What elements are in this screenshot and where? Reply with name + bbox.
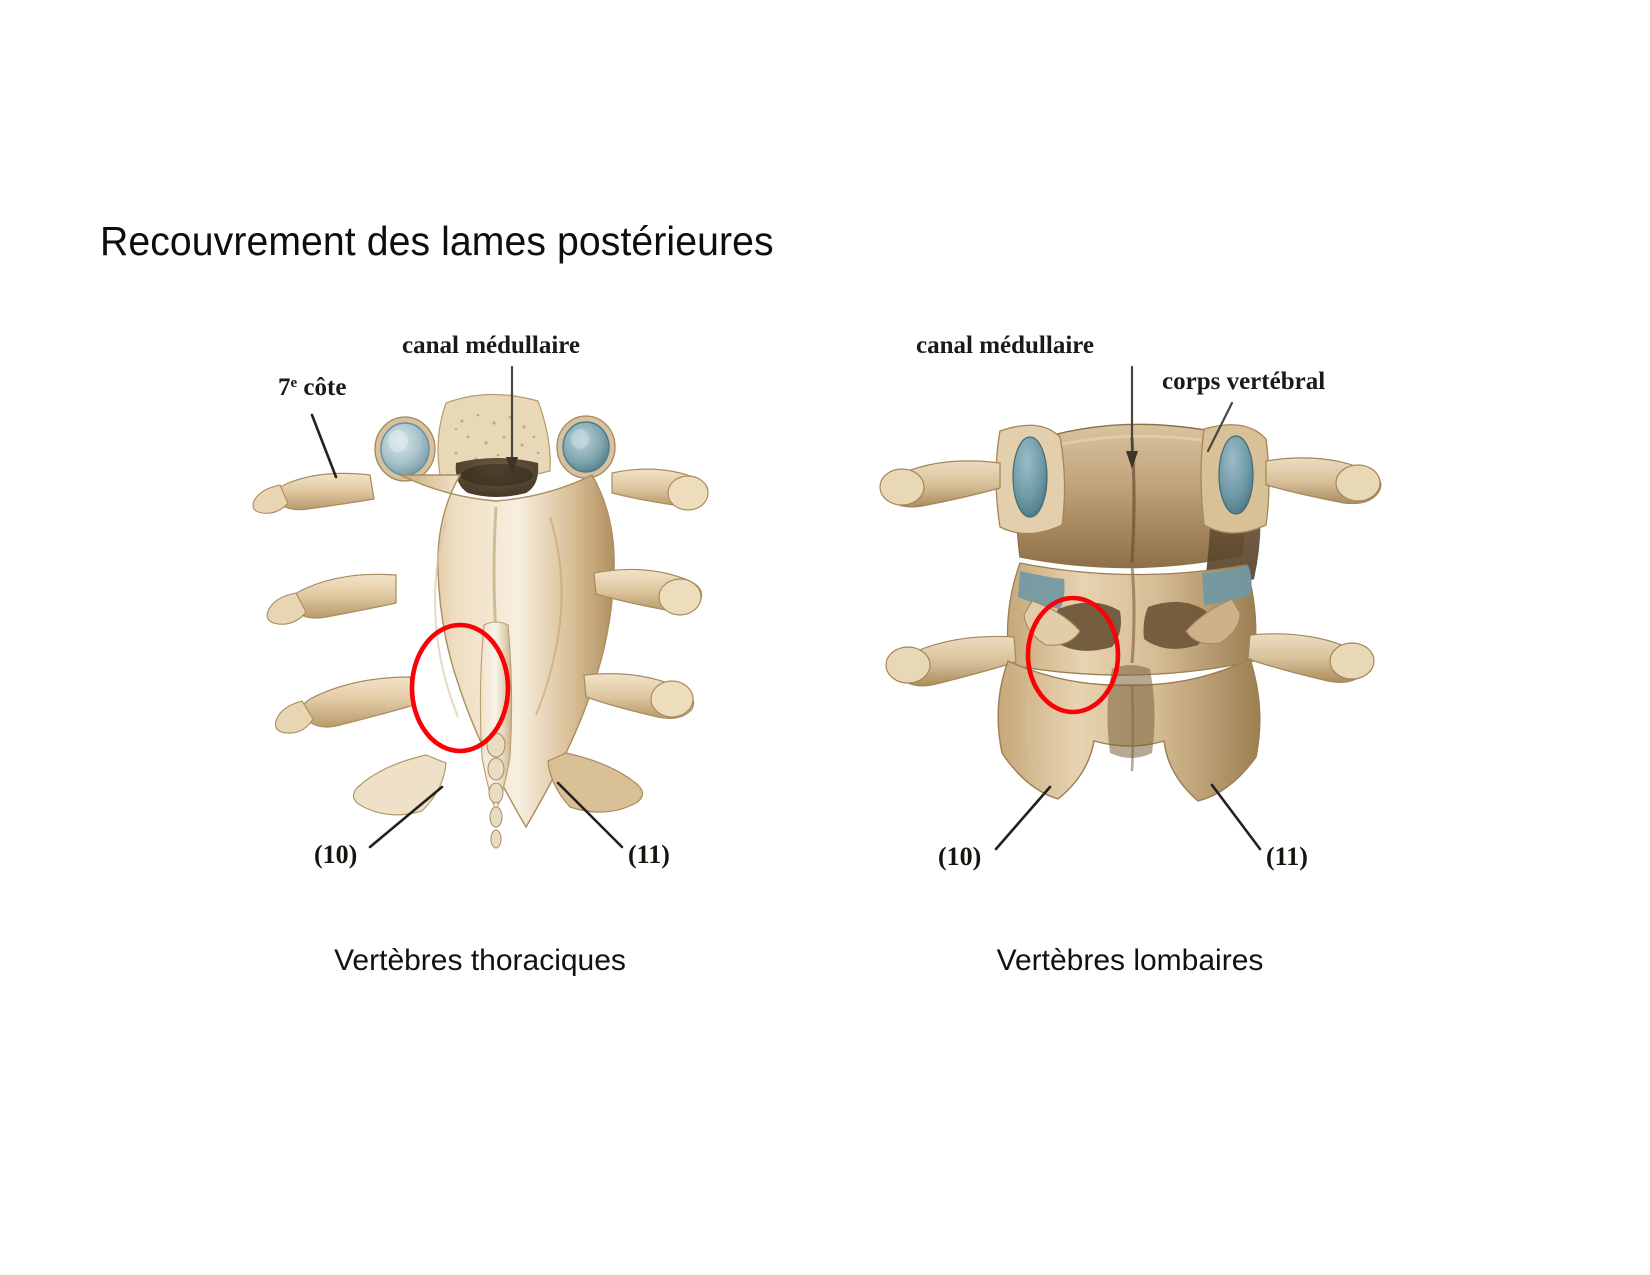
label-number-11: (11) (628, 840, 670, 869)
spinous-tip-segments (486, 732, 506, 849)
label-canal-medullaire: canal médullaire (402, 332, 580, 359)
lumbar-superior-facets (995, 424, 1270, 535)
label-number-10: (10) (314, 840, 357, 869)
lumbar-transverse-processes-upper (879, 457, 1382, 508)
thoracic-label-10: (10) (314, 785, 444, 869)
lumbar-label-canal: canal médullaire (916, 332, 1138, 469)
thoracic-vertebrae-illustration: canal médullaire 7e côte (10) (11) (252, 332, 709, 869)
label-rib-number: 7 (278, 374, 291, 401)
facet-left-upper (374, 416, 436, 482)
facet-right-upper (556, 415, 616, 479)
thoracic-label-11: (11) (556, 781, 670, 869)
figure-lumbar-vertebrae: canal médullaire corps vertébral (10) (1… (879, 325, 1382, 885)
thoracic-upper-vertebra (374, 393, 616, 497)
thoracic-transverse-processes-3 (274, 673, 695, 734)
facet-cartilage-left (1012, 436, 1048, 518)
label-number-11-lumbar: (11) (1266, 842, 1308, 871)
thoracic-label-rib: 7e côte (278, 374, 346, 479)
interspace-cartilage-right (1202, 565, 1252, 605)
annotation-ellipse-facet-overlap (1025, 595, 1121, 715)
lumbar-transverse-processes-lower (885, 633, 1375, 687)
lumbar-label-11: (11) (1210, 783, 1308, 871)
lumbar-lower-laminae (997, 658, 1261, 802)
lumbar-label-10: (10) (938, 785, 1052, 871)
label-canal-medullaire-lumbar: canal médullaire (916, 332, 1094, 359)
thoracic-label-canal: canal médullaire (402, 332, 580, 475)
label-corps-vertebral: corps vertébral (1162, 368, 1325, 395)
facet-cartilage-right (1218, 435, 1254, 515)
interspace-cartilage-left (1018, 571, 1065, 609)
page-title: Recouvrement des lames postérieures (100, 218, 774, 264)
label-rib-rest: côte (297, 374, 346, 401)
lumbar-label-body: corps vertébral (1162, 368, 1325, 453)
figure-thoracic-vertebrae: canal médullaire 7e côte (10) (11) (250, 325, 710, 885)
caption-thoracic-vertebrae: Vertèbres thoraciques (334, 944, 626, 977)
label-number-10-lumbar: (10) (938, 842, 981, 871)
caption-lumbar-vertebrae: Vertèbres lombaires (996, 944, 1264, 977)
svg-text:7e côte: 7e côte (278, 374, 346, 401)
annotation-ellipse-lamina-overlap (409, 622, 511, 754)
thoracic-transverse-processes-1 (252, 468, 709, 514)
label-rib-superscript: e (291, 375, 298, 391)
lumbar-vertebrae-illustration: canal médullaire corps vertébral (10) (1… (879, 332, 1382, 871)
lumbar-laminae-mid (1006, 562, 1257, 676)
thoracic-transverse-processes-2 (266, 568, 703, 625)
